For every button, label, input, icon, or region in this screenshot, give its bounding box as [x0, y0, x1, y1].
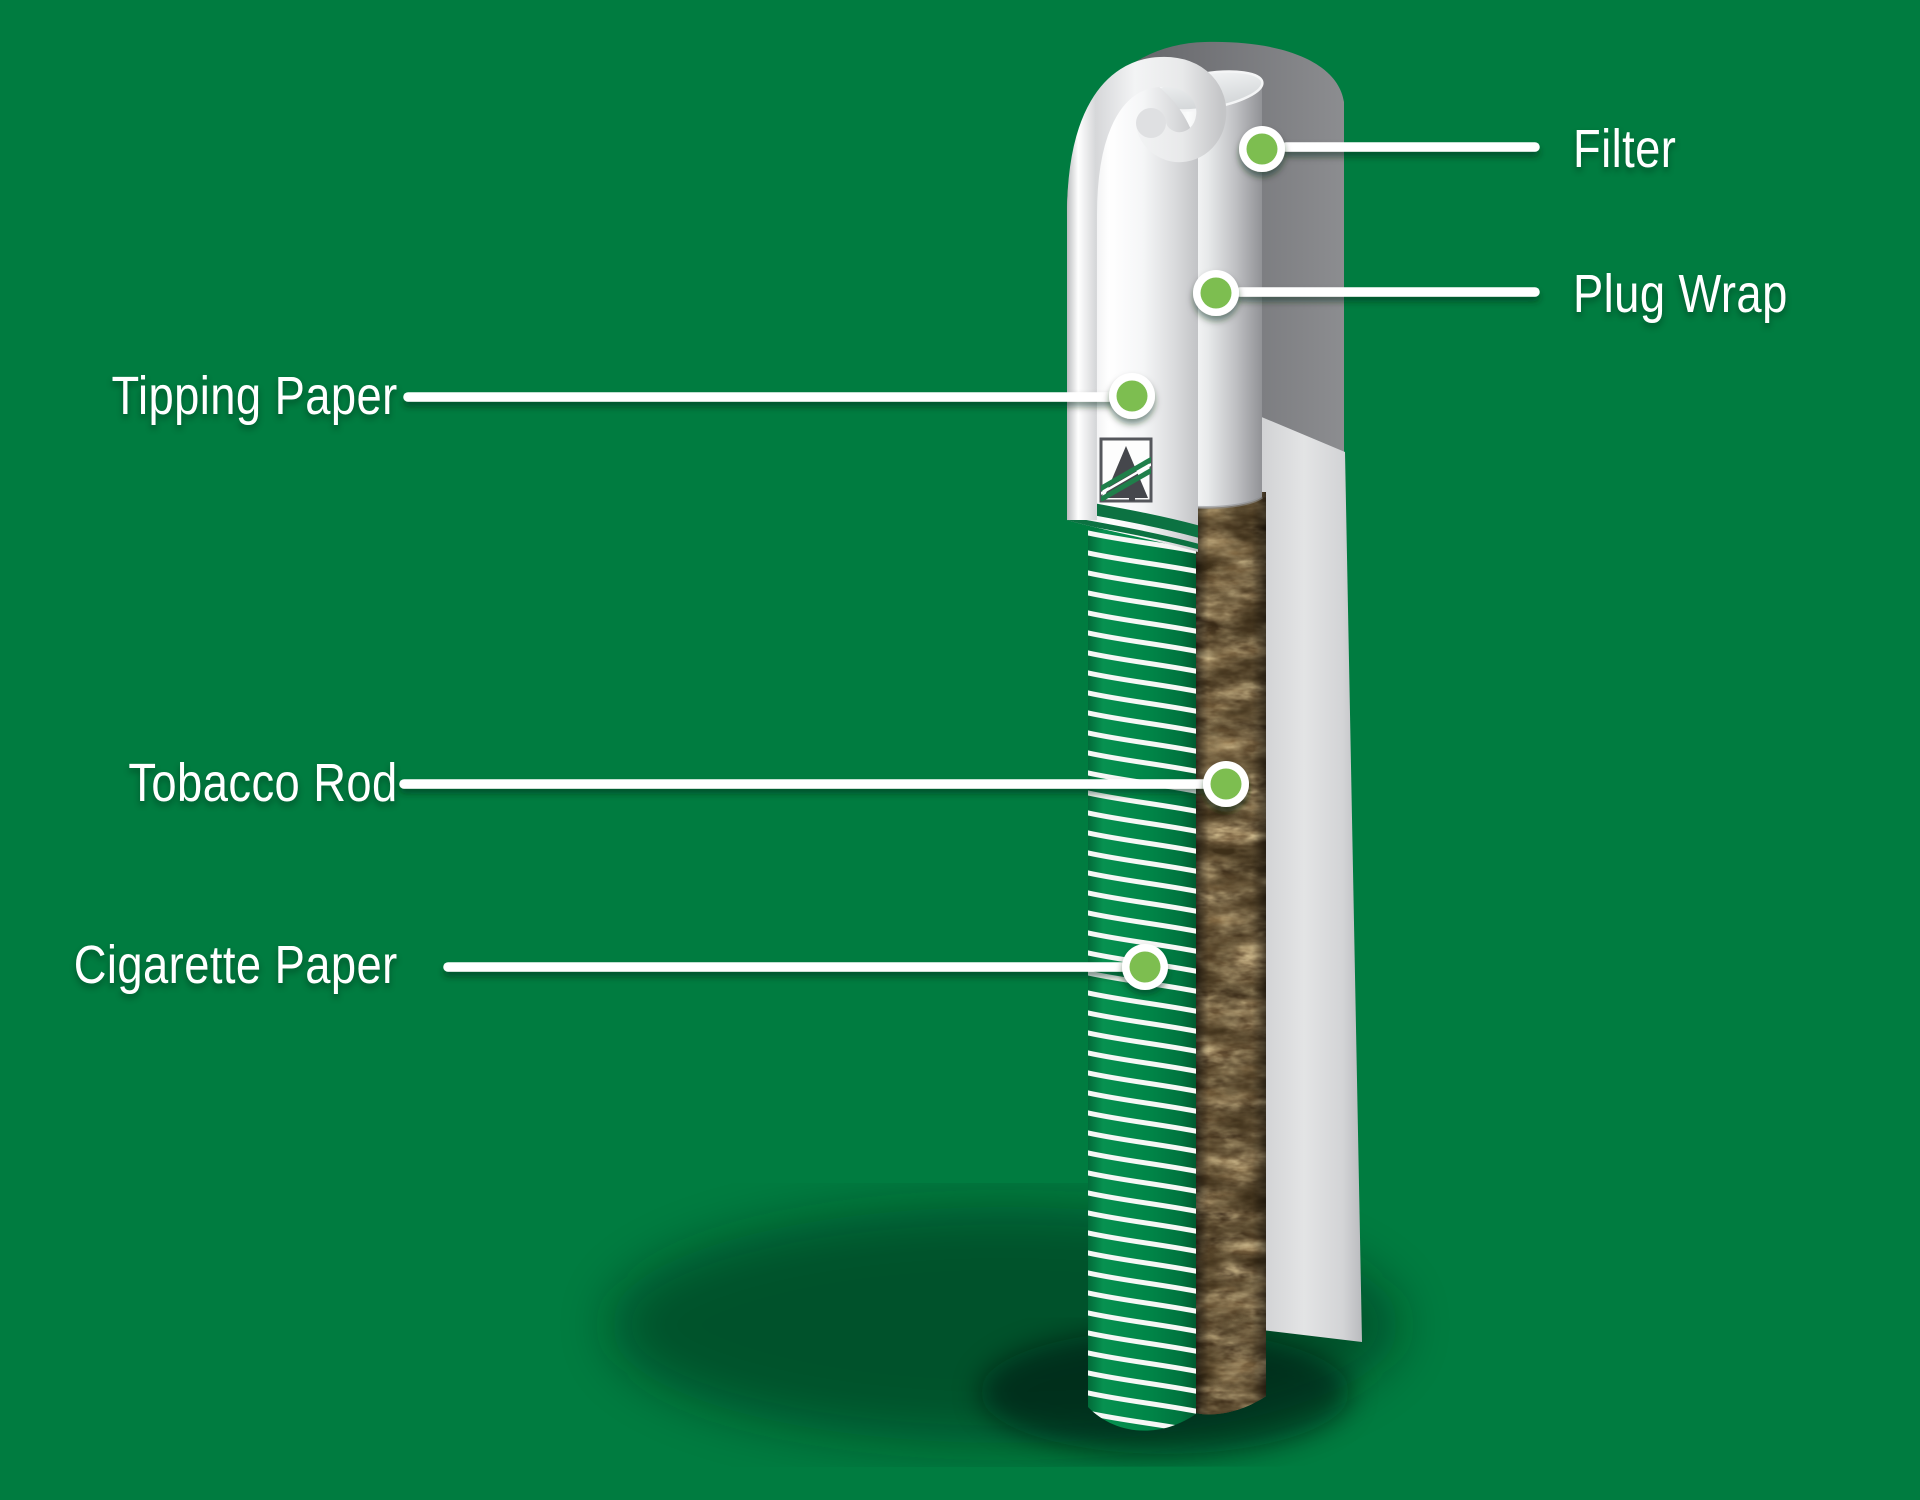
tipping-paper-label-text: Tipping Paper [111, 366, 398, 426]
brand-logo [1099, 437, 1153, 503]
tipping-paper-label: Tipping Paper [57, 360, 398, 432]
tobacco-cutaway [1196, 492, 1266, 1415]
filter-label: Filter [1573, 113, 1696, 185]
filter-label-text: Filter [1573, 119, 1677, 179]
cigarette-paper-label-text: Cigarette Paper [73, 935, 398, 995]
tipping-paper-wrap [1067, 74, 1198, 552]
callout-dots [1109, 126, 1285, 990]
tobacco-rod-label: Tobacco Rod [77, 747, 398, 819]
plug-wrap-label-text: Plug Wrap [1573, 264, 1788, 324]
tobacco-rod-callout-dot [1203, 761, 1249, 807]
tipping-paper-callout-dot [1109, 373, 1155, 419]
plug-wrap-label: Plug Wrap [1573, 258, 1829, 330]
cigarette-paper-callout-dot [1122, 944, 1168, 990]
callout-lines [399, 142, 1540, 972]
tobacco-rod-label-text: Tobacco Rod [128, 753, 398, 813]
cigarette-paper-label: Cigarette Paper [12, 929, 398, 1001]
filter-callout-dot [1239, 126, 1285, 172]
plug-wrap-callout-dot [1193, 270, 1239, 316]
tipping-paper-curl [1067, 56, 1227, 520]
